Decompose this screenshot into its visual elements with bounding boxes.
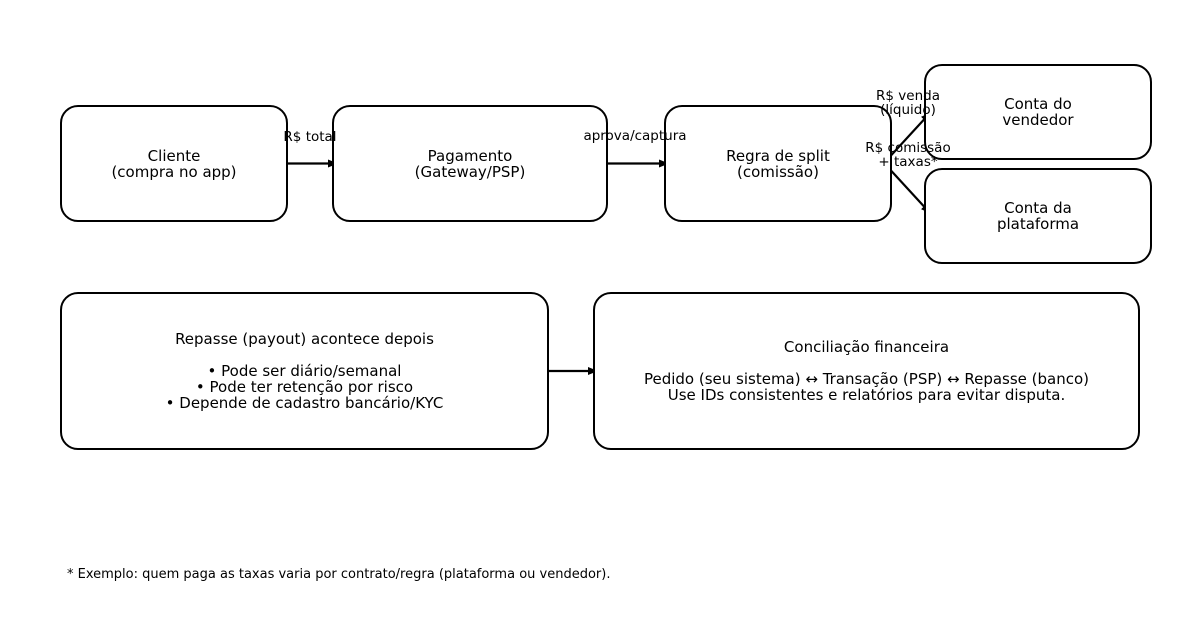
node-conciliacao-line: Pedido (seu sistema) ↔ Transação (PSP) ↔… [643,370,1090,388]
node-pagamento-line1: Pagamento [427,146,513,165]
node-conta-plataforma-line1: Conta da [1004,199,1072,217]
node-conta-plataforma: Conta da plataforma [924,168,1152,264]
node-conciliacao-line: Use IDs consistentes e relatórios para e… [667,386,1066,404]
node-regra-split-line1: Regra de split [726,146,830,165]
edge-label-split-vendedor-line1: R$ venda [876,88,940,104]
node-pagamento: Pagamento (Gateway/PSP) [332,105,608,222]
node-cliente-line2: (compra no app) [111,162,237,181]
edge-label-split-plataforma: R$ comissão + taxas* [865,141,950,169]
node-conta-plataforma-line2: plataforma [996,215,1080,233]
edge-label-pagamento-split: aprova/captura [583,128,687,144]
node-repasse-bullet: • Pode ser diário/semanal [207,362,402,380]
node-conta-vendedor-line2: vendedor [1002,111,1074,129]
node-repasse-bullet: • Depende de cadastro bancário/KYC [165,394,444,412]
node-pagamento-line2: (Gateway/PSP) [414,162,526,181]
node-conta-vendedor: Conta do vendedor [924,64,1152,160]
edge-label-cliente-pagamento: R$ total [283,129,337,145]
node-repasse: Repasse (payout) acontece depois • Pode … [60,292,549,450]
node-repasse-title: Repasse (payout) acontece depois [175,330,434,348]
node-conciliacao: Conciliação financeira Pedido (seu siste… [593,292,1140,450]
node-cliente-line1: Cliente [147,146,201,165]
node-conta-vendedor-line1: Conta do [1004,95,1072,113]
node-regra-split: Regra de split (comissão) [664,105,892,222]
footnote: * Exemplo: quem paga as taxas varia por … [67,567,611,582]
node-regra-split-line2: (comissão) [737,162,819,181]
node-repasse-bullet: • Pode ter retenção por risco [195,378,414,396]
edge-label-split-plataforma-line1: R$ comissão [865,140,951,156]
node-conciliacao-title: Conciliação financeira [783,338,950,356]
edge-label-split-vendedor-line2: (líquido) [880,102,936,118]
edge-label-split-plataforma-line2: + taxas* [878,154,938,170]
edge-label-split-vendedor: R$ venda (líquido) [876,89,940,117]
node-cliente: Cliente (compra no app) [60,105,288,222]
